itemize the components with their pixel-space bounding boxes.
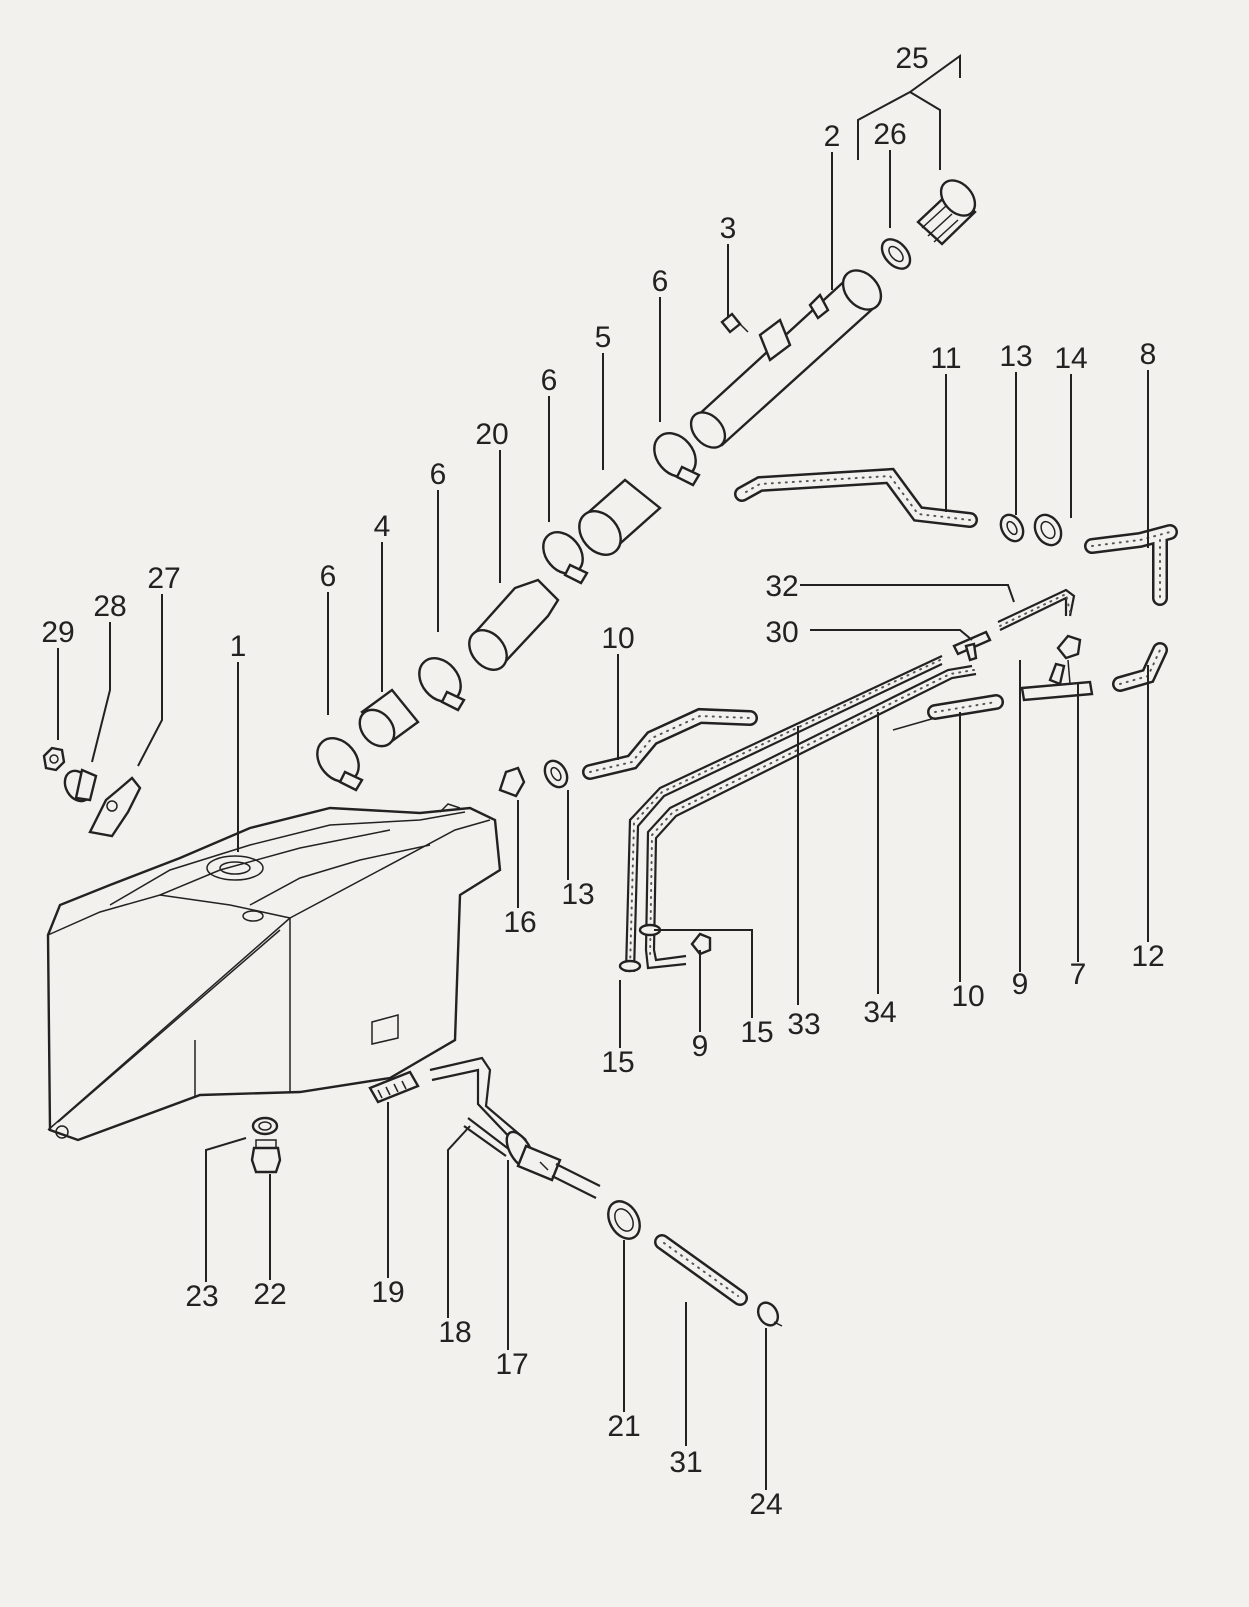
label-6-d: 6 [652, 265, 669, 298]
vent-pipe-33 [624, 655, 943, 973]
fuel-strainer [368, 1070, 420, 1104]
label-10-a: 10 [601, 622, 634, 655]
label-15-a: 15 [601, 1046, 634, 1079]
label-28: 28 [93, 590, 126, 623]
connector-hose-long [578, 478, 662, 556]
hose-clamp-2 [418, 657, 466, 712]
grommet-lower [543, 759, 569, 789]
label-30: 30 [765, 616, 798, 649]
elbow-hose [468, 578, 560, 671]
suction-pipe [429, 1056, 527, 1157]
label-21: 21 [607, 1410, 640, 1443]
label-14: 14 [1054, 342, 1087, 375]
tapping-screw [720, 312, 749, 334]
label-5: 5 [595, 321, 612, 354]
hose-clamp-4 [653, 432, 701, 487]
label-6-a: 6 [320, 560, 337, 593]
label-8: 8 [1140, 338, 1157, 371]
label-3: 3 [720, 212, 737, 245]
label-20: 20 [475, 418, 508, 451]
label-9-a: 9 [1012, 968, 1029, 1001]
label-32: 32 [765, 570, 798, 603]
washer [63, 768, 98, 803]
vent-pipe-34 [644, 664, 977, 970]
drain-plug [250, 1139, 282, 1174]
label-26: 26 [873, 118, 906, 151]
breather-hose-short [892, 694, 1004, 731]
label-33: 33 [787, 1008, 820, 1041]
label-18: 18 [438, 1316, 471, 1349]
vent-pipe-32 [997, 588, 1076, 631]
hose-clip-upper [1056, 634, 1082, 685]
t-piece [1020, 662, 1094, 702]
drain-seal [251, 1116, 279, 1136]
label-9-b: 9 [692, 1030, 709, 1063]
mounting-bracket [88, 776, 142, 838]
label-1: 1 [230, 630, 247, 663]
label-23: 23 [185, 1280, 218, 1313]
vent-valve [498, 766, 526, 798]
label-19: 19 [371, 1276, 404, 1309]
fuel-hose-31 [654, 1234, 748, 1306]
label-24: 24 [749, 1488, 782, 1521]
label-27: 27 [147, 562, 180, 595]
hose-clamp-1 [316, 737, 364, 792]
connector-hose-short [358, 688, 420, 748]
fuel-tank [46, 803, 502, 1142]
filler-neck [689, 269, 883, 449]
label-16: 16 [503, 906, 536, 939]
hose-clip-lower [690, 932, 712, 956]
label-13-a: 13 [999, 340, 1032, 373]
nut [42, 746, 66, 772]
label-22: 22 [253, 1278, 286, 1311]
label-11: 11 [930, 342, 961, 375]
label-6-c: 6 [541, 364, 558, 397]
lock-ring [607, 1200, 641, 1240]
label-31: 31 [669, 1446, 702, 1479]
gauge-sender [505, 1130, 601, 1199]
label-17: 17 [495, 1348, 528, 1381]
elbow-hose-right [1112, 642, 1168, 692]
label-2: 2 [824, 120, 841, 153]
label-13-b: 13 [561, 878, 594, 911]
grommet-upper [999, 513, 1025, 543]
hose-clamp-3 [542, 531, 589, 585]
breather-hose-upper [734, 467, 978, 528]
hose-clip-24 [756, 1301, 783, 1327]
label-7: 7 [1070, 958, 1087, 991]
label-4: 4 [374, 510, 391, 543]
pipe-sleeve-left [618, 959, 642, 973]
cap-seal [880, 238, 912, 270]
leader-lines [57, 54, 1149, 1490]
t-connector-30 [952, 630, 992, 662]
label-15-b: 15 [740, 1016, 773, 1049]
vent-hose-bend [1084, 524, 1178, 606]
filler-cap [916, 179, 977, 246]
label-6-b: 6 [430, 458, 447, 491]
label-12: 12 [1131, 940, 1164, 973]
rubber-seal [1033, 513, 1063, 547]
breather-hose-lower [582, 707, 758, 780]
label-25: 25 [895, 42, 928, 75]
label-29: 29 [41, 616, 74, 649]
label-34: 34 [863, 996, 896, 1029]
label-10-b: 10 [951, 980, 984, 1013]
